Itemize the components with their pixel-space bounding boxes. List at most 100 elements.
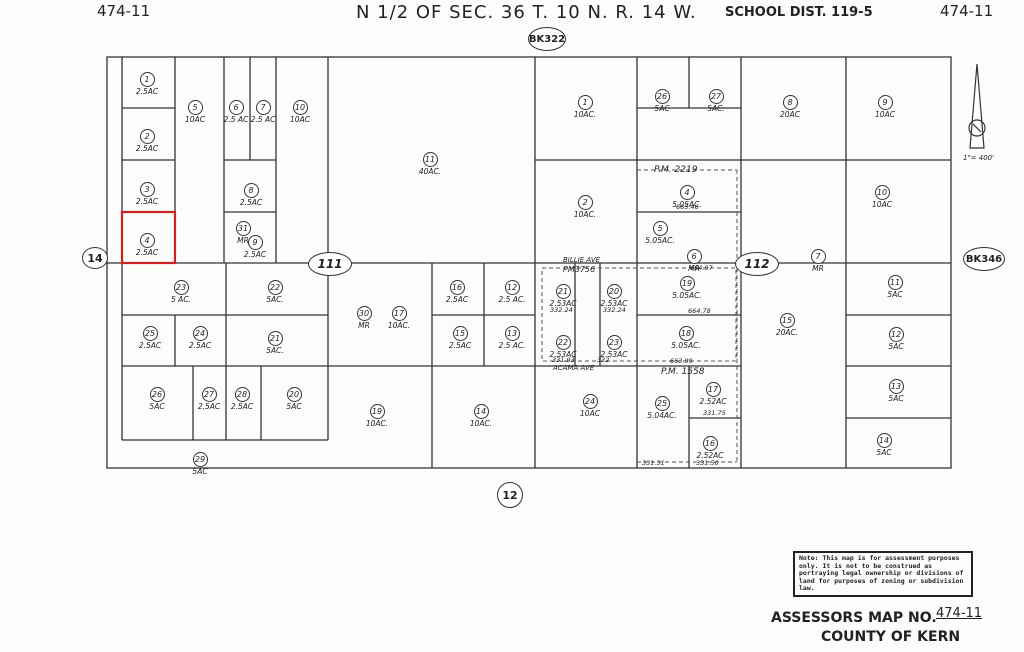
parcel-area: MR <box>688 264 700 273</box>
parcel-number: 19 <box>679 276 695 291</box>
parcel-number: 26 <box>654 89 670 104</box>
parcel-area: 10AC <box>290 115 310 124</box>
page-14-ref[interactable]: 14 <box>82 247 108 269</box>
parcel-number: 15 <box>452 326 468 341</box>
parcel-number: 19 <box>369 404 385 419</box>
parcel-area: 2.5 AC <box>250 115 276 124</box>
parcel-number: 24 <box>582 394 598 409</box>
dim-label: 331.50 <box>696 459 719 467</box>
parcel-number: 18 <box>678 326 694 341</box>
disclaimer-note: Note: This map is for assessment purpose… <box>793 551 973 597</box>
parcel-area: 2.53AC <box>549 299 577 308</box>
dim-label: 331.93 <box>552 356 575 364</box>
assessors-map-label: ASSESSORS MAP NO. <box>771 610 937 626</box>
parcel-area: 2.5AC <box>230 402 254 411</box>
parcel-number: 4 <box>679 185 695 200</box>
parcel-area: 10AC. <box>573 110 597 119</box>
parcel-area: 10AC <box>185 115 205 124</box>
parcel-number: 23 <box>606 335 622 350</box>
parcel-area: 10AC <box>875 110 895 119</box>
parcel-area: 5AC <box>286 402 302 411</box>
parcel-area: 2.53AC <box>600 299 628 308</box>
assessors-map-number: 474-11 <box>936 606 983 621</box>
parcel-number: 13 <box>504 326 520 341</box>
parcel-number: 15 <box>779 313 795 328</box>
parcel-number: 12 <box>888 327 904 342</box>
parcel-number: 6 <box>686 249 702 264</box>
parcel-area: 2.5AC <box>135 197 159 206</box>
parcel-area: 5.05AC. <box>671 341 701 350</box>
parcel-number: 24 <box>192 326 208 341</box>
parcel-number: 8 <box>782 95 798 110</box>
parcel-number: 22 <box>555 335 571 350</box>
highlighted-parcel <box>120 210 177 265</box>
parcel-number: 2 <box>577 195 593 210</box>
parcel-number: 16 <box>449 280 465 295</box>
street-acama-ave: ACAMA AVE <box>553 364 595 372</box>
parcel-number: 27 <box>201 387 217 402</box>
book-322-ref[interactable]: BK322 <box>528 27 566 51</box>
parcel-area: 5AC. <box>707 104 725 113</box>
page-12-ref[interactable]: 12 <box>497 482 523 508</box>
dim-label: 332.24 <box>550 306 573 314</box>
book-346-ref[interactable]: BK346 <box>963 247 1005 271</box>
parcel-area: 2.5AC <box>135 87 159 96</box>
